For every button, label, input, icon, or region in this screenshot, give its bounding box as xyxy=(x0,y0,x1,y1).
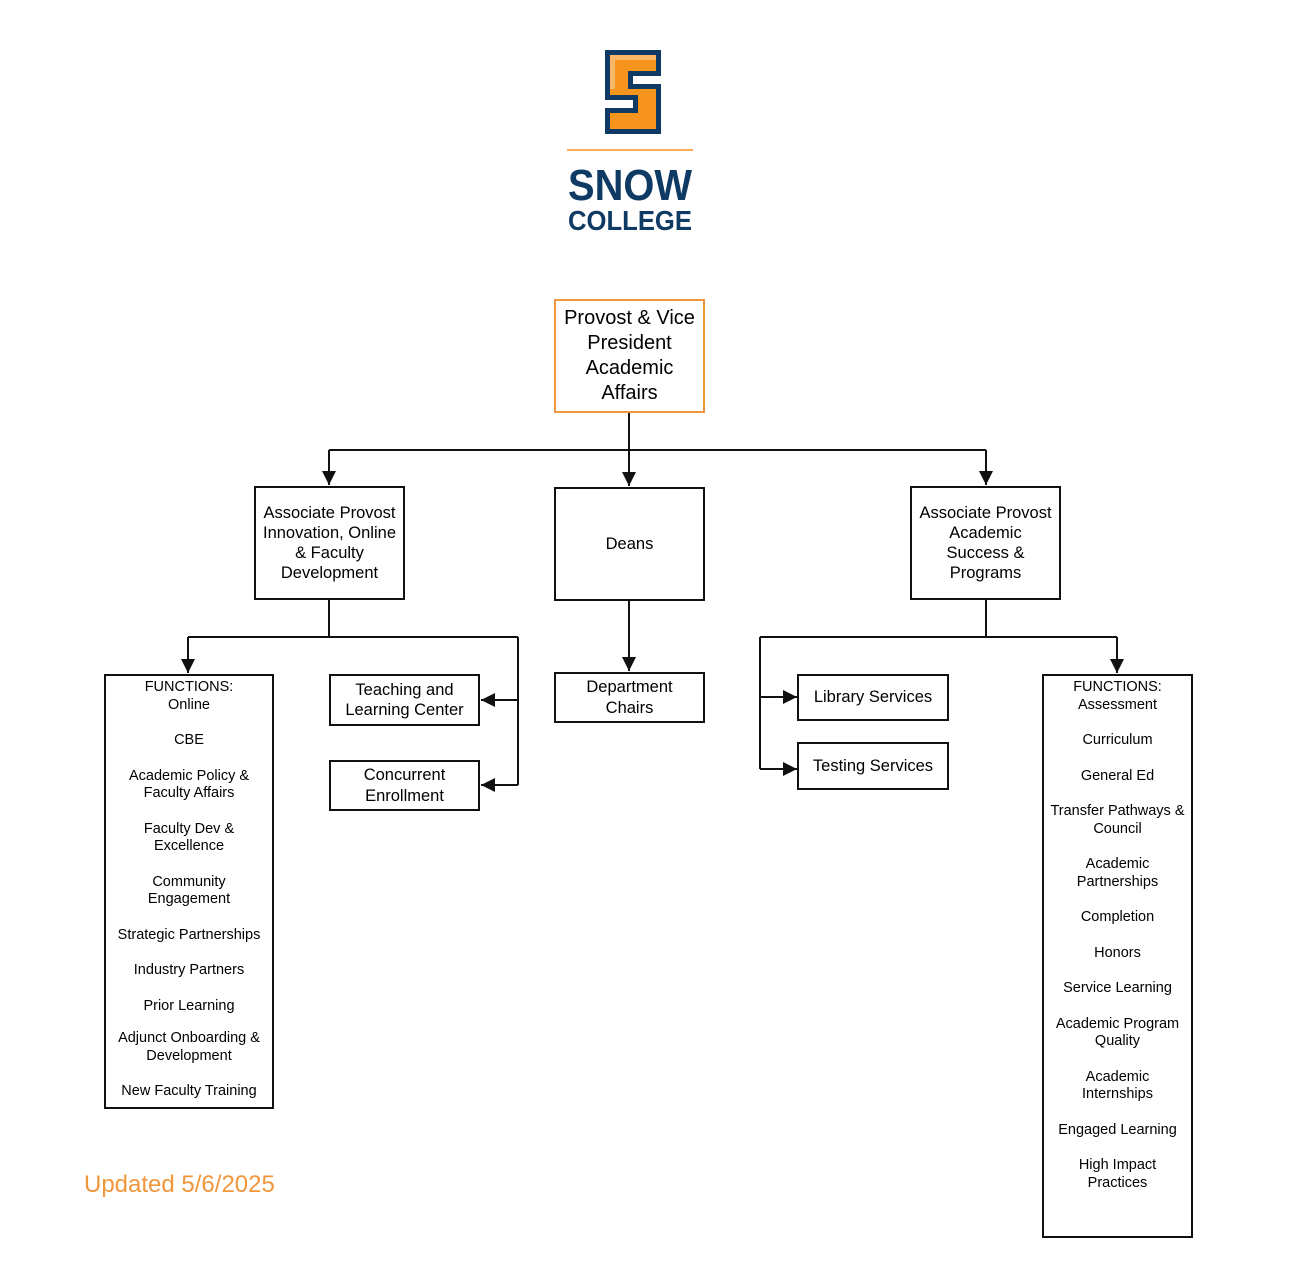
list-item: Community Engagement xyxy=(147,873,231,908)
testing-services-label: Testing Services xyxy=(812,756,934,775)
teaching-learning-box: Teaching and Learning Center xyxy=(329,674,480,726)
brand-line2: COLLEGE xyxy=(568,205,692,234)
s-shield-icon xyxy=(605,50,661,134)
testing-services-box: Testing Services xyxy=(797,742,949,790)
concurrent-enrollment-box: Concurrent Enrollment xyxy=(329,760,480,811)
list-item: Academic Partnerships xyxy=(1076,856,1159,890)
list-item: Industry Partners xyxy=(133,962,245,978)
list-item: Assessment xyxy=(1078,696,1157,713)
left-functions-box: FUNCTIONS: Online CBE Academic Policy & … xyxy=(104,674,274,1109)
assoc-provost-innovation-box: Associate Provost Innovation, Online & F… xyxy=(254,486,405,600)
provost-label: Provost & Vice President Academic Affair… xyxy=(564,307,695,404)
list-item: Strategic Partnerships xyxy=(117,926,261,943)
list-item: CBE xyxy=(174,732,204,748)
list-item: New Faculty Training xyxy=(121,1083,257,1099)
list-item: Completion xyxy=(1080,909,1155,925)
list-item: Engaged Learning xyxy=(1058,1121,1177,1138)
snow-college-logo: SNOW COLLEGE xyxy=(567,50,693,234)
right-functions-heading: FUNCTIONS: xyxy=(1073,679,1162,695)
list-item: Academic Policy & Faculty Affairs xyxy=(128,767,250,802)
updated-date: Updated 5/6/2025 xyxy=(84,1171,275,1198)
deans-label: Deans xyxy=(605,534,654,553)
list-item: Online xyxy=(168,696,210,713)
department-chairs-label: Department Chairs xyxy=(586,678,673,717)
list-item: High Impact Practices xyxy=(1078,1157,1157,1191)
provost-box: Provost & Vice President Academic Affair… xyxy=(554,299,705,413)
list-item: Transfer Pathways & Council xyxy=(1050,803,1185,837)
list-item: Prior Learning xyxy=(143,997,235,1014)
left-functions-heading: FUNCTIONS: xyxy=(144,679,234,695)
assoc-provost-innovation-label: Associate Provost Innovation, Online & F… xyxy=(262,503,396,583)
list-item: General Ed xyxy=(1080,767,1155,784)
assoc-provost-academic-box: Associate Provost Academic Success & Pro… xyxy=(910,486,1061,600)
teaching-learning-label: Teaching and Learning Center xyxy=(345,680,464,719)
deans-box: Deans xyxy=(554,487,705,601)
list-item: Academic Program Quality xyxy=(1055,1015,1180,1050)
department-chairs-box: Department Chairs xyxy=(554,672,705,723)
assoc-provost-academic-label: Associate Provost Academic Success & Pro… xyxy=(919,503,1052,583)
list-item: Service Learning xyxy=(1063,980,1172,996)
right-functions-box: FUNCTIONS: Assessment Curriculum General… xyxy=(1042,674,1193,1238)
list-item: Adjunct Onboarding & Development xyxy=(118,1030,260,1064)
list-item: Curriculum xyxy=(1082,732,1153,748)
brand-line1: SNOW xyxy=(568,161,692,210)
list-item: Academic Internships xyxy=(1082,1068,1153,1103)
library-services-box: Library Services xyxy=(797,674,949,721)
list-item: Honors xyxy=(1094,944,1141,961)
list-item: Faculty Dev & Excellence xyxy=(143,820,235,855)
concurrent-enrollment-label: Concurrent Enrollment xyxy=(363,766,446,805)
library-services-label: Library Services xyxy=(813,688,933,707)
